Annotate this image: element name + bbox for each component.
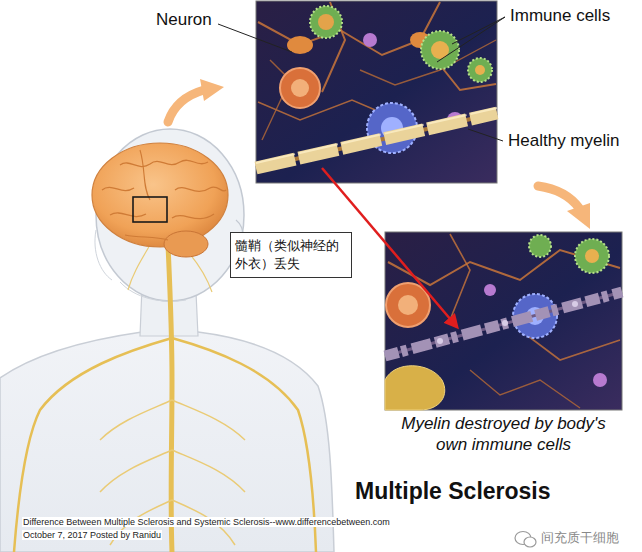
human-body xyxy=(95,230,112,280)
leader-line xyxy=(218,17,505,141)
label-box: 髓鞘（类似神经的外衣）丢失 xyxy=(230,232,352,278)
source-note: Difference Between Multiple Sclerosis an… xyxy=(22,517,391,527)
healthy-inset xyxy=(363,33,377,47)
damaged-inset xyxy=(385,292,622,356)
healthy-inset xyxy=(291,79,309,97)
nerves xyxy=(100,450,172,492)
flow-arrow xyxy=(538,186,579,208)
damaged-inset xyxy=(575,239,609,273)
brain xyxy=(120,160,208,166)
damaged-inset xyxy=(470,370,580,408)
healthy-inset xyxy=(318,14,334,30)
brain xyxy=(125,235,168,240)
flow-arrow xyxy=(567,203,590,229)
nerves xyxy=(172,450,245,492)
leader-line xyxy=(437,17,505,62)
healthy-inset xyxy=(475,65,485,75)
damaged-inset xyxy=(502,320,508,326)
damaged-inset xyxy=(529,235,551,257)
brain xyxy=(102,187,134,190)
damaged-inset xyxy=(572,301,578,307)
damaged-inset xyxy=(437,338,443,344)
brain xyxy=(172,214,214,219)
damaged-inset xyxy=(385,232,622,410)
healthy-inset xyxy=(256,1,497,183)
damaged-inset xyxy=(484,284,496,296)
damaged-inset xyxy=(386,283,430,327)
brain xyxy=(164,231,208,257)
damaged-inset xyxy=(398,295,418,315)
damaged-inset xyxy=(585,249,599,263)
leader-line xyxy=(452,17,505,44)
nerves xyxy=(14,245,316,552)
focus-frame xyxy=(133,197,167,222)
brain xyxy=(110,213,146,217)
healthy-inset xyxy=(256,113,497,168)
healthy-inset xyxy=(256,108,497,163)
part-label: Neuron xyxy=(155,10,213,30)
healthy-inset xyxy=(256,113,497,168)
watermark-icon xyxy=(524,537,536,547)
source-note: October 7, 2017 Posted by Ranidu xyxy=(22,530,162,540)
nerves xyxy=(100,400,172,440)
healthy-inset xyxy=(280,68,320,108)
brain xyxy=(140,150,150,200)
figure-caption: Myelin destroyed by body's own immune ce… xyxy=(385,413,622,456)
watermark: 间充质干细胞 xyxy=(540,531,620,546)
damaged-inset xyxy=(385,232,622,410)
part-label: Healthy myelin xyxy=(507,131,621,151)
damaged-inset xyxy=(385,366,445,410)
leader-line xyxy=(218,24,292,52)
nerves xyxy=(128,245,150,290)
flow-arrow xyxy=(200,79,224,101)
healthy-inset xyxy=(256,1,497,183)
figure-title: Multiple Sclerosis xyxy=(355,478,551,504)
healthy-inset xyxy=(421,31,459,69)
damaged-inset xyxy=(593,373,607,387)
damaged-inset xyxy=(450,234,470,320)
flow-arrow xyxy=(168,90,204,122)
flow-arrow xyxy=(538,186,590,229)
box-text: 髓鞘（类似神经的外衣）丢失 xyxy=(235,237,347,272)
brain xyxy=(92,143,228,257)
watermark-icon xyxy=(515,532,536,548)
human-body xyxy=(0,129,334,552)
nerves xyxy=(172,400,245,440)
brain xyxy=(175,187,226,191)
healthy-inset xyxy=(468,58,492,82)
flow-arrow xyxy=(168,79,224,122)
healthy-inset xyxy=(310,6,342,38)
part-label: Immune cells xyxy=(509,6,611,26)
damaged-inset xyxy=(385,292,622,356)
brain xyxy=(92,143,228,247)
nerves xyxy=(168,245,172,552)
leader-line xyxy=(468,129,503,141)
